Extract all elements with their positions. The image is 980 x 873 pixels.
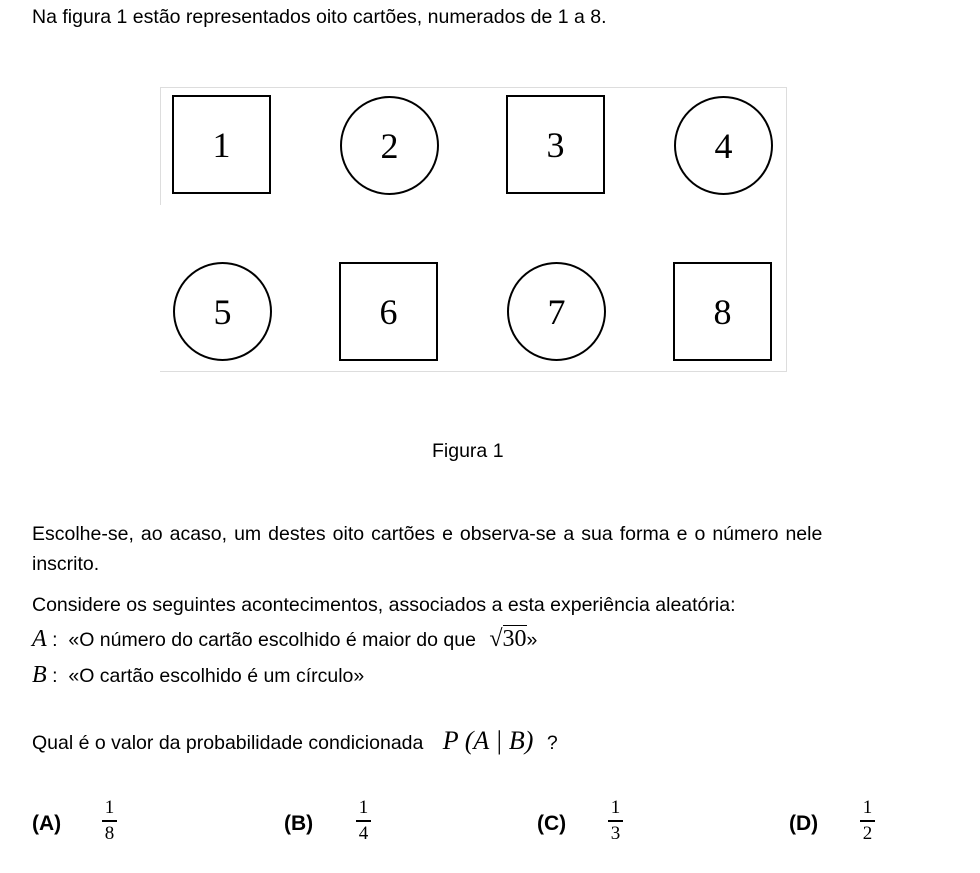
card-8: 8 [673, 262, 772, 361]
paragraph-line-1: Escolhe-se, ao acaso, um destes oito car… [32, 523, 823, 545]
figure-frame [160, 87, 787, 372]
question: Qual é o valor da probabilidade condicio… [32, 726, 558, 756]
card-2: 2 [340, 96, 439, 195]
denominator: 8 [104, 822, 115, 844]
event-b-label: B [32, 662, 47, 688]
question-text: Qual é o valor da probabilidade condicio… [32, 732, 424, 754]
denominator: 4 [358, 822, 369, 844]
denominator: 3 [610, 822, 621, 844]
intro-text: Na figura 1 estão representados oito car… [32, 6, 607, 28]
card-5: 5 [173, 262, 272, 361]
card-3: 3 [506, 95, 605, 194]
event-b: B : «O cartão escolhido é um círculo» [32, 662, 365, 688]
sqrt-radicand: 30 [502, 625, 527, 652]
figure-caption: Figura 1 [432, 440, 504, 462]
event-a-close: » [526, 629, 538, 651]
denominator: 2 [862, 822, 873, 844]
numerator: 1 [104, 797, 115, 818]
card-1: 1 [172, 95, 271, 194]
paragraph-line-2: inscrito. [32, 553, 100, 575]
event-a-label: A [32, 626, 47, 652]
option-c-label[interactable]: (C) [537, 812, 567, 835]
event-b-text: «O cartão escolhido é um círculo» [68, 665, 365, 687]
option-b-label[interactable]: (B) [284, 812, 314, 835]
numerator: 1 [610, 797, 621, 818]
question-mark: ? [546, 732, 558, 754]
numerator: 1 [862, 797, 873, 818]
sqrt-symbol: √30 [489, 625, 527, 652]
option-d-label[interactable]: (D) [789, 812, 819, 835]
event-a-text: «O número do cartão escolhido é maior do… [68, 629, 476, 651]
card-7: 7 [507, 262, 606, 361]
paragraph-2: Considere os seguintes acontecimentos, a… [32, 594, 736, 616]
event-a: A : «O número do cartão escolhido é maio… [32, 625, 538, 652]
figure-frame-edge [160, 87, 161, 205]
option-a-label[interactable]: (A) [32, 812, 62, 835]
question-math: P (A | B) [442, 726, 534, 755]
card-6: 6 [339, 262, 438, 361]
numerator: 1 [358, 797, 369, 818]
card-4: 4 [674, 96, 773, 195]
